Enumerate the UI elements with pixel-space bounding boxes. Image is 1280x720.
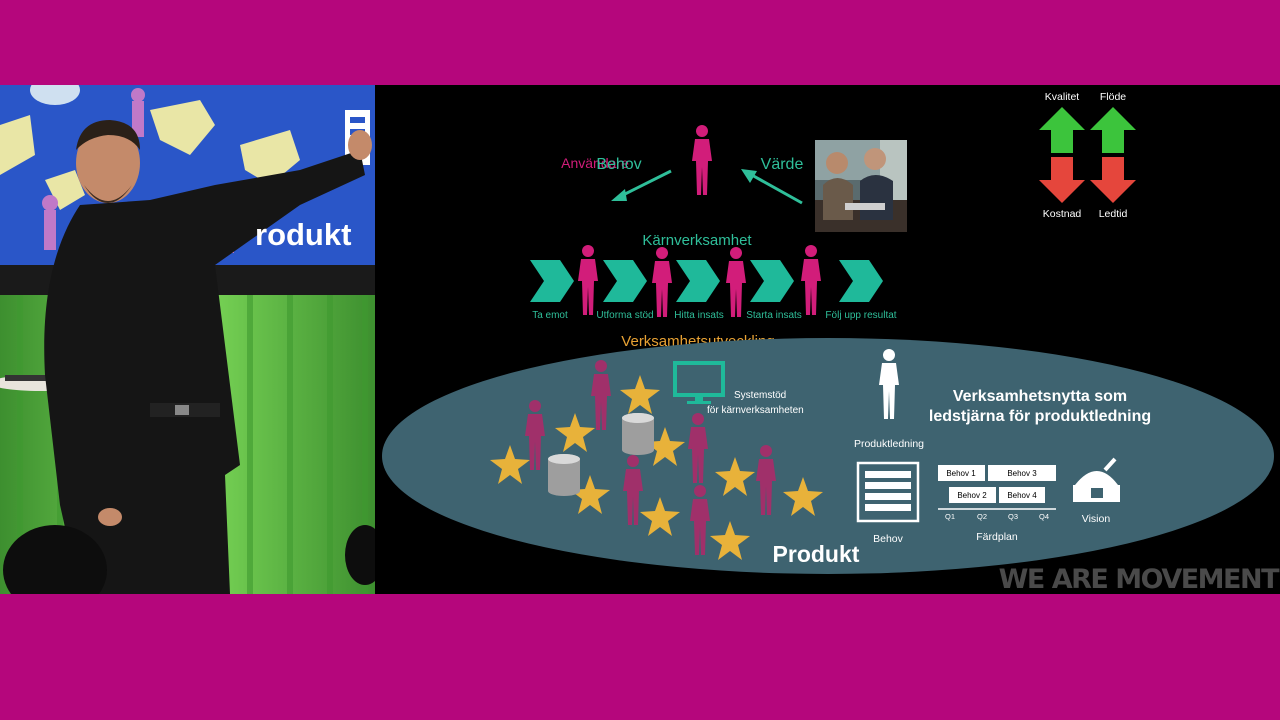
step-label: Utforma stöd [596, 310, 653, 321]
step-label: Hitta insats [674, 310, 723, 321]
produkt-ellipse [382, 338, 1274, 574]
behov-label: Behov [596, 156, 641, 173]
roadmap-item [988, 465, 1056, 481]
person-icon [652, 247, 672, 317]
varde-arrowhead-icon [741, 169, 757, 183]
step-label: Starta insats [746, 310, 802, 321]
roadmap-item [938, 465, 985, 481]
speaker-scene: rodukt [0, 85, 375, 594]
vision-label: Vision [1082, 513, 1111, 525]
headline-line1: Verksamhetsnytta som [953, 388, 1127, 405]
down-arrow-icon [1090, 157, 1136, 203]
quarter-label: Q4 [1039, 512, 1049, 521]
chevron-icon [603, 260, 647, 302]
presentation-slide: Användare Behov Värde Kärnverksamhet [375, 85, 1280, 594]
step-label: Ta emot [532, 310, 568, 321]
step-label: Följ upp resultat [825, 310, 896, 321]
database-icon [548, 454, 580, 496]
roadmap-item [949, 487, 996, 503]
produkt-label: Produkt [773, 541, 860, 567]
backlog-icon [856, 461, 920, 523]
quarter-label: Q1 [945, 512, 955, 521]
anvandare-label: Användare [561, 155, 629, 171]
roadmap-item [999, 487, 1045, 503]
karnverksamhet-title: Kärnverksamhet [642, 232, 752, 249]
backdrop-text: rodukt [255, 217, 351, 252]
roadmap-item-label: Behov 4 [1007, 491, 1037, 500]
ledtid-label: Ledtid [1099, 208, 1128, 220]
quarter-label: Q2 [977, 512, 987, 521]
person-icon [578, 245, 598, 315]
produktledning-label: Produktledning [854, 438, 924, 450]
behov-arrowhead-icon [611, 189, 627, 201]
observatory-icon [1073, 457, 1120, 502]
chevron-icon [839, 260, 883, 302]
slide-canvas: Användare Behov Värde Kärnverksamhet [382, 91, 1280, 594]
chevron-icon [530, 260, 574, 302]
flode-label: Flöde [1100, 91, 1126, 103]
metrics-arrows: Kvalitet Flöde Kostnad Ledtid [1039, 91, 1136, 220]
systemstod-line2: för kärnverksamheten [707, 405, 804, 416]
chevron-icon [676, 260, 720, 302]
person-icon [801, 245, 821, 315]
behov-arrow [618, 169, 672, 199]
database-icon [622, 413, 654, 455]
video-frame: rodukt [0, 85, 1280, 594]
behov-backlog-label: Behov [873, 533, 904, 545]
quarter-label: Q3 [1008, 512, 1018, 521]
business-meeting-photo [815, 140, 907, 232]
fardplan-roadmap: Behov 1 Behov 3 Behov 2 Behov 4 Q1 Q2 Q3… [938, 465, 1056, 521]
user-figure-icon [692, 125, 712, 195]
roadmap-item-label: Behov 2 [957, 491, 987, 500]
varde-arrow [749, 172, 803, 205]
up-arrow-icon [1090, 107, 1136, 153]
up-arrow-icon [1039, 107, 1085, 153]
varde-label: Värde [761, 156, 804, 173]
systemstod-line1: Systemstöd [734, 390, 786, 401]
kvalitet-label: Kvalitet [1045, 91, 1080, 103]
kostnad-label: Kostnad [1043, 208, 1082, 220]
speaker-camera-panel: rodukt [0, 85, 375, 594]
headline-line2: ledstjärna för produktledning [929, 408, 1151, 425]
down-arrow-icon [1039, 157, 1085, 203]
watermark-logo: WE ARE MOVEMENT [999, 564, 1280, 594]
monitor-icon [673, 361, 725, 404]
roadmap-item-label: Behov 3 [1007, 469, 1037, 478]
roadmap-item-label: Behov 1 [946, 469, 976, 478]
person-icon [726, 247, 746, 317]
chevron-icon [750, 260, 794, 302]
fardplan-label: Färdplan [976, 531, 1018, 543]
